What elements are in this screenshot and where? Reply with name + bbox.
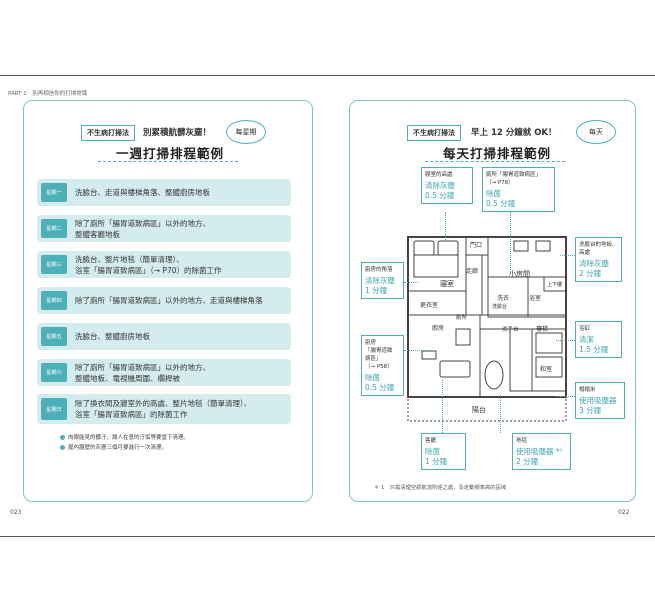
left-title-underline (98, 161, 238, 162)
callout-living: 客廳 除菌 1 分鐘 (421, 433, 466, 470)
day-row-sunday: 星期日 除了換衣間及寢室外的高處、整片地毯（簡單清理）、 浴室「腸胃道致病區」的… (37, 394, 291, 424)
day-row-wednesday: 星期三 洗臉台、整片地毯（簡單清理）、 浴室「腸胃道致病區」（→ P70）的除菌… (37, 251, 291, 278)
leader-line (404, 282, 418, 283)
day-task: 除了換衣間及寢室外的高處、整片地毯（簡單清理）、 浴室「腸胃道致病區」的除菌工作 (75, 399, 252, 419)
callout-bathtub: 浴缸 清潔 1.5 分鐘 (575, 321, 622, 358)
room-closet: 更衣室 (420, 302, 439, 309)
leader-line (510, 212, 511, 272)
daily-schedule-panel (349, 100, 636, 502)
room-bath: 浴室 (529, 295, 542, 302)
right-title: 每天打掃排程範例 (443, 146, 552, 161)
room-bedroom: 寢室 (440, 280, 454, 288)
right-subtitle: 早上 12 分鐘就 OK！ (471, 128, 557, 138)
callout-sink: 洗臉台的地板、 高處 清除灰塵 2 分鐘 (575, 237, 622, 282)
day-label: 星期六 (41, 363, 67, 382)
leader-line (445, 212, 446, 240)
room-stairs: 樓梯 (536, 326, 549, 333)
leader-line (556, 340, 575, 341)
day-label: 星期四 (41, 291, 67, 310)
callout-floor: 地毯 使用吸塵器 *¹ 2 分鐘 (512, 433, 571, 470)
leader-line (404, 350, 426, 351)
note-text: 肉眼能見的髒汙，讓人在意的汙垢等要當下清理。 (68, 435, 190, 441)
leader-line (442, 380, 443, 433)
page-number-left: 023 (10, 509, 22, 516)
page-number-right: 022 (618, 509, 630, 516)
day-label: 星期二 (41, 219, 67, 238)
right-method-tag: 不生病打掃法 (407, 125, 461, 141)
leader-line (556, 396, 575, 397)
running-header: PART 1 別再相信你的打掃常識 (8, 91, 88, 97)
footnote: ＊ 1 只需清理空調氣流所經之處，及走動頻率高的區域 (374, 485, 507, 491)
room-kitchen: 廚房 (432, 325, 445, 332)
note-item: 屋內牆壁的灰塵三個月要進行一次清理。 (60, 443, 167, 451)
day-row-friday: 星期五 洗臉台、整體廚房地板 (37, 323, 291, 350)
left-subtitle: 別累積航髒灰塵！ (143, 128, 212, 138)
day-row-saturday: 星期六 除了廁所「腸胃道致病區」以外的地方、 整體地板、電視機周圍、欄桿被 (37, 359, 291, 386)
left-title: 一週打掃排程範例 (116, 146, 225, 161)
weekly-schedule-panel (23, 100, 313, 502)
room-washstand: 洗手台 (502, 327, 519, 333)
room-wash: 洗衣 (497, 295, 510, 302)
note-text: 屋內牆壁的灰塵三個月要進行一次清理。 (68, 445, 168, 451)
leader-line (560, 255, 575, 256)
room-sink: 洗臉台 (492, 304, 508, 310)
callout-toilet: 廁所「腸胃道致病區」 （→ P78） 除菌 0.5 分鐘 (482, 167, 555, 212)
day-label: 星期日 (41, 398, 67, 420)
room-study: 小房間 (509, 270, 530, 278)
callout-kitchen: 廚房 「腸胃道致 病區」 （→ P58） 除菌 0.5 分鐘 (361, 335, 404, 396)
callout-bedroom-high: 寢室的高處 清除灰塵 0.5 分鐘 (421, 167, 473, 204)
day-task: 洗臉台、整體廚房地板 (75, 332, 150, 341)
day-label: 星期五 (41, 327, 67, 346)
room-door: 門口 (470, 242, 483, 249)
day-row-monday: 星期一 洗臉台、走道與樓梯角落、整體廚房地板 (37, 179, 291, 206)
day-task: 洗臉台、走道與樓梯角落、整體廚房地板 (75, 188, 210, 197)
room-japanese: 和室 (540, 366, 553, 373)
right-title-underline (425, 161, 565, 162)
day-task: 除了廁所「腸胃道致病區」以外的地方、 整體客廳地板 (75, 218, 210, 239)
right-frequency-bubble: 每天 (576, 120, 616, 144)
left-frequency-bubble: 每星期 (226, 120, 266, 144)
room-wc: 廁所 (456, 315, 468, 321)
bullet-dot-icon (60, 444, 65, 450)
day-task: 除了廁所「腸胃道致病區」以外的地方、 整體地板、電視機周圍、欄桿被 (75, 362, 210, 383)
day-task: 除了廁所「腸胃道致病區」以外的地方、走道與樓梯角落 (75, 296, 263, 305)
leader-line (500, 395, 501, 433)
day-row-tuesday: 星期二 除了廁所「腸胃道致病區」以外的地方、 整體客廳地板 (37, 215, 291, 242)
room-upstairs: 上下樓 (547, 282, 563, 288)
day-task: 洗臉台、整片地毯（簡單清理）、 浴室「腸胃道致病區」（→ P70）的除菌工作 (75, 254, 222, 275)
room-balcony: 陽台 (472, 406, 486, 414)
callout-kitchen-corner: 廚房的角落 清除灰塵 1 分鐘 (361, 262, 404, 299)
bullet-dot-icon (60, 434, 65, 440)
note-item: 肉眼能見的髒汙，讓人在意的汙垢等要當下清理。 (60, 433, 189, 441)
day-row-thursday: 星期四 除了廁所「腸胃道致病區」以外的地方、走道與樓梯角落 (37, 287, 291, 314)
floor-plan-illustration (407, 236, 567, 422)
callout-tatami: 榻榻米 使用吸塵器 3 分鐘 (575, 382, 625, 419)
day-label: 星期一 (41, 183, 67, 202)
page-spread-frame (0, 75, 655, 537)
left-method-tag: 不生病打掃法 (81, 125, 135, 141)
day-label: 星期三 (41, 255, 67, 274)
room-corridor: 走廊 (466, 268, 479, 275)
